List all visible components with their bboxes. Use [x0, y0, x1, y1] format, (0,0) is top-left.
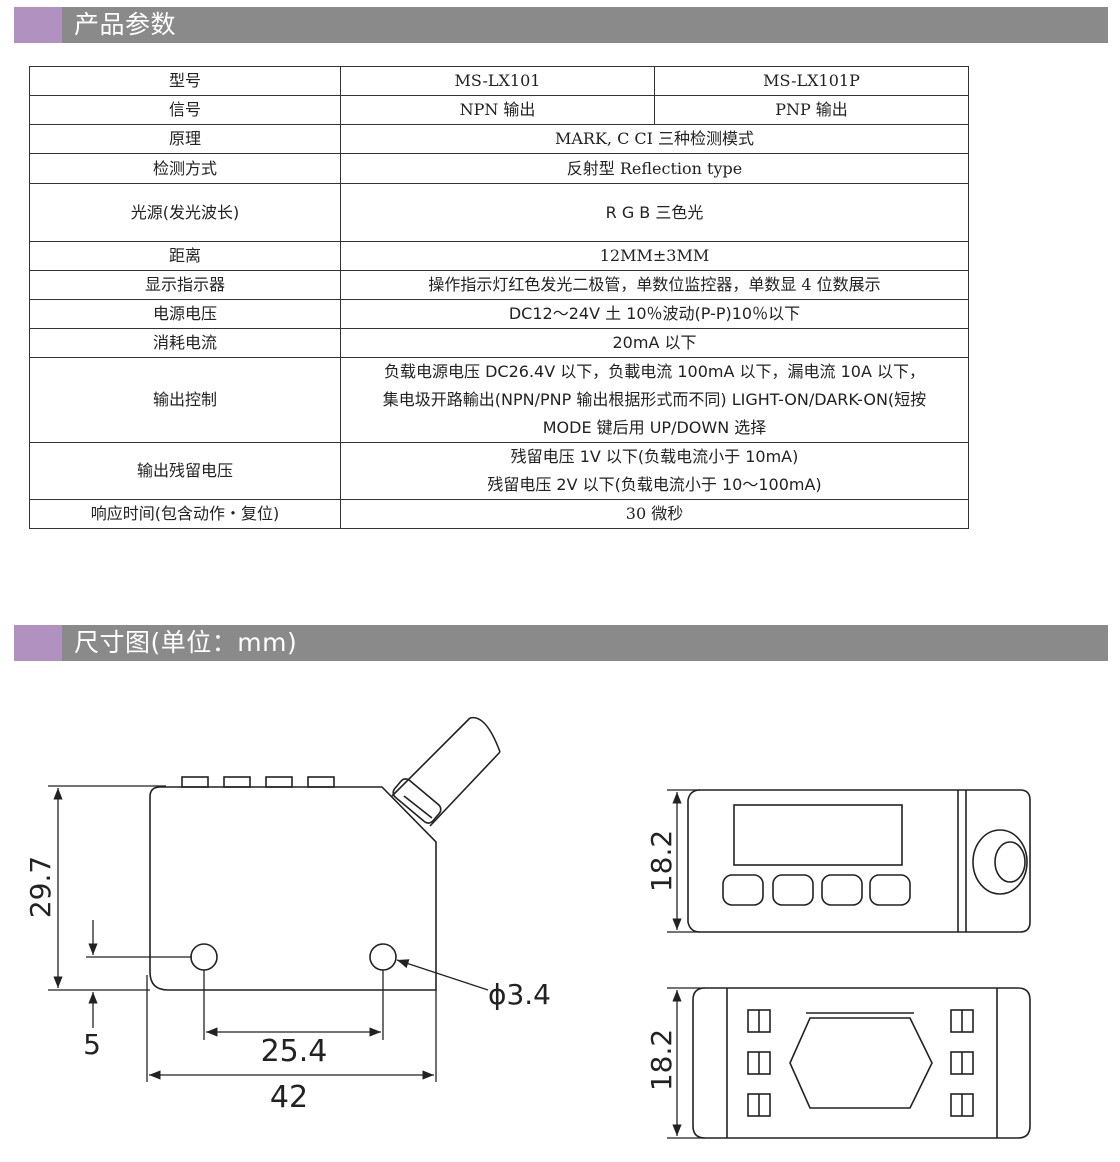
- cell-model-pnp: MS-LX101P: [654, 66, 969, 96]
- cable-icon: [391, 716, 501, 827]
- row-label: 光源(发光波长): [29, 183, 341, 242]
- key-icon: [869, 874, 911, 906]
- front-dimension-line: [667, 789, 700, 933]
- row-label: 距离: [29, 241, 341, 271]
- row-label: 检测方式: [29, 153, 341, 184]
- lens-inner-icon: [994, 841, 1026, 883]
- row-value: 负载电源电压 DC26.4V 以下，负載电流 100mA 以下，漏电流 10A …: [340, 357, 969, 443]
- sensor-body-outline: [149, 786, 437, 991]
- cell-signal-pnp: PNP 输出: [654, 95, 969, 125]
- row-label: 电源电压: [29, 299, 341, 329]
- key-icon: [821, 874, 863, 906]
- row-label: 输出控制: [29, 357, 341, 443]
- connector-outline-icon: [789, 1017, 933, 1109]
- table-row: 光源(发光波长) R G B 三色光: [29, 183, 969, 242]
- section-accent: [14, 625, 62, 661]
- key-icon: [772, 874, 814, 906]
- row-value: R G B 三色光: [340, 183, 969, 242]
- section-title: 产品参数: [74, 10, 177, 39]
- dim-hole-diameter-label: ϕ3.4: [488, 978, 551, 1011]
- row-value: 操作指示灯红色发光二极管，单数位监控器，单数显 4 位数展示: [340, 270, 969, 300]
- row-value: 30 微秒: [340, 499, 969, 529]
- table-row: 信号 NPN 输出 PNP 输出: [29, 95, 969, 125]
- section-header-params: 产品参数: [14, 7, 1108, 43]
- row-label: 显示指示器: [29, 270, 341, 300]
- value-line: 残留电压 2V 以下(负载电流小于 10～100mA): [487, 475, 822, 494]
- display-window-icon: [733, 804, 903, 866]
- dim-hole-spacing-label: 25.4: [261, 1034, 328, 1069]
- lens-icon: [972, 829, 1028, 895]
- button-icon: [181, 776, 209, 788]
- section-accent: [14, 7, 62, 43]
- row-value: MARK, C CI 三种检测模式: [340, 124, 969, 154]
- value-line: 残留电压 1V 以下(负载电流小于 10mA): [510, 447, 799, 466]
- section-header-dimensions: 尺寸图(单位：mm): [14, 625, 1108, 661]
- button-icon: [265, 776, 293, 788]
- key-icon: [722, 874, 764, 906]
- front-body-outline: [687, 789, 1031, 933]
- cell-signal-npn: NPN 输出: [340, 95, 655, 125]
- table-row: 输出控制 负载电源电压 DC26.4V 以下，负載电流 100mA 以下，漏电流…: [29, 357, 969, 443]
- row-label: 响应时间(包含动作・复位): [29, 499, 341, 529]
- bottom-body-outline: [692, 987, 1031, 1139]
- dim-width-label: 42: [270, 1080, 308, 1115]
- bottom-dimension-line: [667, 987, 705, 1139]
- row-label: 消耗电流: [29, 328, 341, 358]
- dim-front-height-label: 18.2: [645, 830, 678, 892]
- row-value: 20mA 以下: [340, 328, 969, 358]
- front-view: [687, 789, 1031, 933]
- table-row: 检测方式 反射型 Reflection type: [29, 153, 969, 184]
- dimension-lines: [48, 785, 489, 1082]
- dim-bottom-height-label: 18.2: [645, 1029, 678, 1091]
- row-label: 原理: [29, 124, 341, 154]
- button-icon: [223, 776, 251, 788]
- mounting-hole-icon: [190, 943, 218, 971]
- value-line: 负载电源电压 DC26.4V 以下，负載电流 100mA 以下，漏电流 10A …: [384, 362, 925, 381]
- dimension-drawing: 29.7 5 25.4 42 ϕ3.4 18.2: [24, 716, 1031, 1139]
- row-value: 12MM±3MM: [340, 241, 969, 271]
- value-line: MODE 键后用 UP/DOWN 选择: [542, 418, 767, 437]
- table-row: 输出残留电压 残留电压 1V 以下(负载电流小于 10mA) 残留电压 2V 以…: [29, 442, 969, 500]
- side-view: [149, 716, 501, 991]
- row-value: 反射型 Reflection type: [340, 153, 969, 184]
- table-row: 消耗电流 20mA 以下: [29, 328, 969, 358]
- row-value: DC12～24V 土 10％波动(P-P)10％以下: [340, 299, 969, 329]
- spec-table: 型号 MS-LX101 MS-LX101P 信号 NPN 输出 PNP 输出 原…: [29, 66, 969, 529]
- table-row: 电源电压 DC12～24V 土 10％波动(P-P)10％以下: [29, 299, 969, 329]
- value-line: 集电圾开路輸出(NPN/PNP 输出根据形式而不同) LIGHT-ON/DARK…: [382, 390, 927, 409]
- section-title: 尺寸图(单位：mm): [74, 628, 298, 657]
- table-row: 显示指示器 操作指示灯红色发光二极管，单数位监控器，单数显 4 位数展示: [29, 270, 969, 300]
- mounting-hole-icon: [369, 943, 397, 971]
- button-icon: [307, 776, 335, 788]
- bottom-view: [692, 987, 1031, 1139]
- terminal-icon: [747, 1009, 974, 1117]
- row-label: 输出残留电压: [29, 442, 341, 500]
- table-row: 型号 MS-LX101 MS-LX101P: [29, 66, 969, 96]
- table-row: 原理 MARK, C CI 三种检测模式: [29, 124, 969, 154]
- dim-height-label: 29.7: [24, 856, 57, 918]
- dim-offset-label: 5: [83, 1028, 101, 1061]
- row-label: 信号: [29, 95, 341, 125]
- row-label: 型号: [29, 66, 341, 96]
- row-value: 残留电压 1V 以下(负载电流小于 10mA) 残留电压 2V 以下(负载电流小…: [340, 442, 969, 500]
- cell-model-npn: MS-LX101: [340, 66, 655, 96]
- table-row: 距离 12MM±3MM: [29, 241, 969, 271]
- table-row: 响应时间(包含动作・复位) 30 微秒: [29, 499, 969, 529]
